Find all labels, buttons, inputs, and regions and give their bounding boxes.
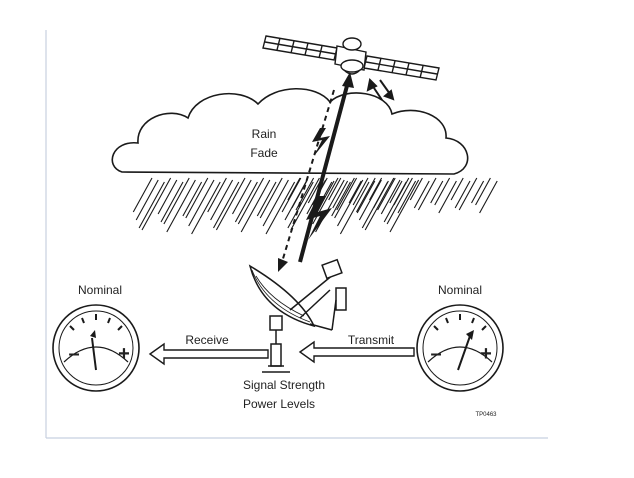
rain-streak	[339, 181, 370, 235]
rain-streak	[479, 180, 498, 214]
rain-streak	[163, 177, 190, 225]
rain-streak	[281, 177, 302, 213]
transmit-arrow-icon	[298, 340, 415, 364]
gauge-icon	[416, 304, 504, 392]
rain-streak	[348, 180, 362, 204]
signal-beams	[278, 72, 354, 272]
rain-streak	[232, 179, 252, 215]
rain-streak	[417, 177, 437, 211]
rain-streak	[135, 179, 159, 221]
rain-streak	[237, 177, 265, 225]
rain-fade-label-line2: Fade	[250, 146, 278, 160]
rain-streak	[265, 181, 296, 235]
rain-streak	[331, 181, 351, 217]
rain-streak	[188, 179, 215, 227]
lightning-icon	[312, 128, 330, 156]
rain-streak	[413, 180, 430, 209]
rain-streak	[434, 177, 451, 206]
rain-streak	[215, 177, 246, 231]
rain-streak	[185, 177, 209, 219]
rain-streak	[213, 181, 240, 229]
transmit-label: Transmit	[348, 333, 395, 347]
downlink-arrowhead	[278, 258, 288, 272]
uplink-downlink-arrows-icon	[366, 77, 395, 101]
rain-streak	[356, 180, 376, 214]
rain-streak	[290, 177, 320, 231]
gauge-minus-label: –	[430, 343, 441, 365]
rain-streak	[287, 177, 301, 201]
uplink-arrowhead	[342, 72, 354, 88]
figure-frame	[45, 30, 548, 439]
rain-streak	[373, 180, 389, 209]
signal-strength-label: Signal Strength	[243, 378, 325, 392]
rain-streak	[386, 177, 413, 225]
rain-streak	[454, 180, 471, 209]
gauge-left: – +	[52, 304, 140, 392]
rain-streak	[157, 179, 178, 215]
rain-streak	[389, 179, 420, 233]
lightning-icon	[306, 196, 332, 240]
rain-streak	[377, 177, 396, 211]
rain-streak	[141, 177, 172, 231]
rain-streak	[337, 179, 364, 227]
uplink-beam	[298, 81, 350, 263]
rain-streak	[397, 180, 417, 214]
rain-streak	[334, 177, 358, 219]
cloud-icon	[111, 87, 469, 175]
rain-streak	[240, 179, 271, 233]
rain-streak	[191, 181, 221, 235]
rain-streak	[138, 181, 165, 229]
rain-streak	[438, 180, 457, 214]
figure-code-label: TP0463	[475, 412, 497, 418]
rain-streak	[182, 181, 203, 217]
gauge-needle	[457, 335, 471, 371]
rain-streak	[160, 181, 184, 223]
rain-streak	[262, 179, 289, 227]
rain-streak	[475, 177, 491, 206]
rain-streak	[358, 179, 382, 221]
rain-streak	[364, 177, 395, 231]
rain-streak	[259, 177, 283, 219]
rain-streak	[287, 181, 314, 229]
rain-streak	[369, 177, 383, 201]
rain-streak	[332, 180, 349, 209]
rain-streak	[132, 177, 153, 213]
nominal-left-label: Nominal	[78, 283, 122, 297]
rain-streak	[307, 180, 321, 204]
rain-streak	[430, 180, 444, 204]
receive-arrow-icon	[148, 342, 269, 366]
gauge-plus-label: +	[118, 343, 130, 365]
gauge-right: – +	[416, 304, 504, 392]
rain-streak	[458, 177, 478, 211]
rain-streak	[207, 177, 227, 213]
gauge-plus-label: +	[480, 343, 492, 365]
satellite-icon	[262, 35, 440, 81]
rain-streak	[166, 179, 196, 233]
rain-streak	[328, 177, 342, 201]
rain-streak	[450, 177, 464, 201]
rain-streak	[234, 181, 258, 223]
rain-streak	[380, 179, 401, 215]
rain-streak	[389, 180, 403, 204]
rain-streak	[356, 177, 376, 213]
rain-streak	[409, 177, 423, 201]
nominal-right-label: Nominal	[438, 283, 482, 297]
dish-antenna-icon	[248, 258, 347, 373]
gauge-minus-label: –	[68, 343, 79, 365]
rain-streak	[393, 177, 410, 206]
power-levels-label: Power Levels	[243, 397, 315, 411]
gauge-icon	[52, 304, 140, 392]
rain-streak	[210, 179, 234, 221]
rain-streak	[336, 177, 355, 211]
rain-fade-label-line1: Rain	[252, 127, 277, 141]
rain-streak	[471, 180, 485, 204]
rain-streak	[352, 177, 369, 206]
rain-streak	[256, 181, 277, 217]
downlink-beam	[281, 89, 335, 263]
receive-label: Receive	[185, 333, 229, 347]
gauge-needle	[91, 337, 97, 371]
